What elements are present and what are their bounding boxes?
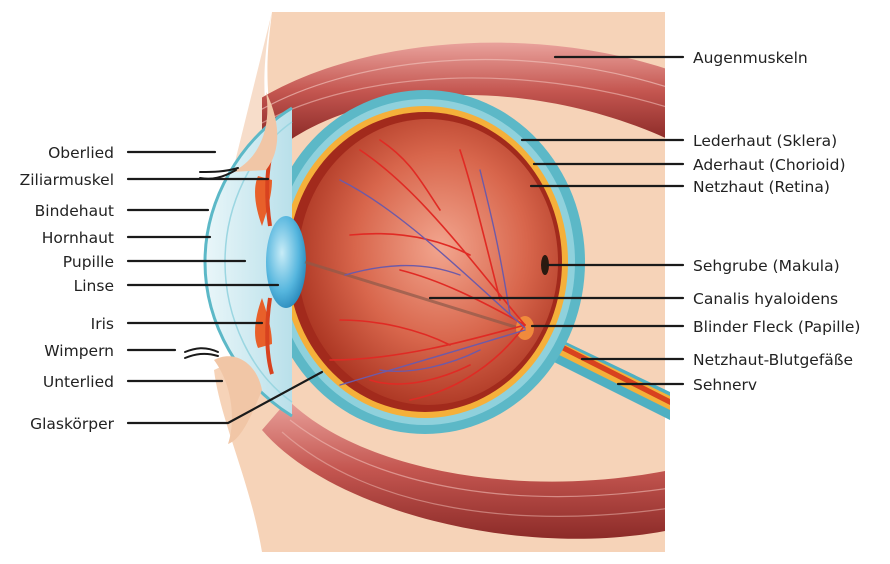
label-blinder-fleck: Blinder Fleck (Papille) [693,318,860,336]
label-iris: Iris [91,315,114,333]
label-augenmuskeln: Augenmuskeln [693,49,808,67]
upper-eyelid [232,92,278,172]
label-glaskoerper: Glaskörper [30,415,115,433]
label-blutgefaesse: Netzhaut-Blutgefäße [693,351,853,369]
lower-eye-muscle [262,400,665,539]
label-linse: Linse [74,277,114,295]
leader-glaskoerper [126,370,324,425]
label-netzhaut: Netzhaut (Retina) [693,178,830,196]
label-hornhaut: Hornhaut [42,229,114,247]
right-leader-lines [428,55,685,386]
macula [541,255,549,275]
left-labels: Oberlied Ziliarmuskel Bindehaut Hornhaut… [20,144,115,433]
label-lederhaut: Lederhaut (Sklera) [693,132,837,150]
label-ziliarmuskel: Ziliarmuskel [20,171,114,189]
lower-eyelid [214,356,262,444]
label-bindehaut: Bindehaut [35,202,114,220]
label-aderhaut: Aderhaut (Chorioid) [693,156,846,174]
lens [266,216,306,308]
label-sehgrube: Sehgrube (Makula) [693,257,840,275]
label-pupille: Pupille [63,253,114,271]
label-oberlied: Oberlied [48,144,114,162]
label-canalis: Canalis hyaloidens [693,290,838,308]
label-unterlied: Unterlied [43,373,114,391]
retinal-blood-vessels [329,139,526,401]
left-leader-lines [126,150,324,425]
label-sehnerv: Sehnerv [693,376,757,394]
hyaloid-canal [304,260,526,332]
upper-eye-muscle [262,42,665,140]
vitreous-body [298,119,558,405]
label-wimpern: Wimpern [44,342,114,360]
right-labels: Augenmuskeln Lederhaut (Sklera) Aderhaut… [693,49,860,394]
